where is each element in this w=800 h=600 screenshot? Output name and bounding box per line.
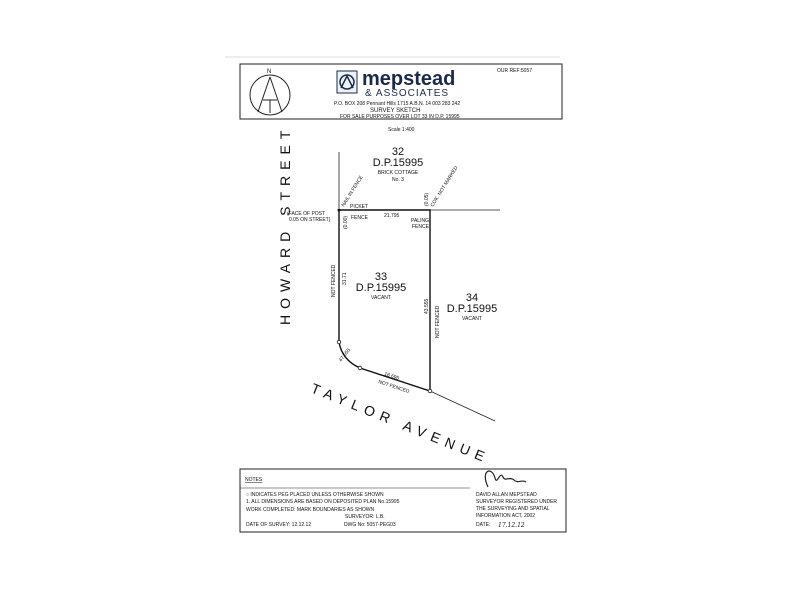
our-ref: OUR REF:5057 <box>497 68 532 74</box>
lot33-dp: D.P.15995 <box>356 282 407 294</box>
bottom-dimension: 18.695 <box>383 371 400 381</box>
top-dimension: 21.795 <box>384 213 400 219</box>
cok-not-marked-note: COK. NOT MARKED <box>430 165 460 208</box>
north-arrow-icon <box>249 74 291 116</box>
nail-marker-icon <box>337 208 341 212</box>
north-label: N <box>267 69 271 75</box>
lot32-desc2: No. 3 <box>392 177 404 183</box>
lot32-desc1: BRICK COTTAGE <box>378 170 419 176</box>
notes-box <box>239 468 567 533</box>
taylor-avenue-boundary <box>429 390 496 422</box>
notes-title: NOTES <box>245 477 263 483</box>
brand-sub: & ASSOCIATES <box>365 88 449 99</box>
work-completed: WORK COMPLETED: MARK BOUNDARIES AS SHOWN <box>246 507 374 513</box>
picket-note: PICKET <box>350 204 368 210</box>
notes-line2: 1. ALL DIMENSIONS ARE BASED ON DEPOSITED… <box>246 499 400 505</box>
signature-date-value: 17.12.12 <box>498 522 525 529</box>
signatory-name: DAVID ALLAN MEPSTEAD <box>476 492 537 498</box>
right-dimension: 43.555 <box>424 298 430 314</box>
nail-in-fence-note: NAIL IN FENCE <box>341 174 365 208</box>
left-dimension: 31.71 <box>342 272 348 285</box>
brand-name: mepstead <box>362 68 455 90</box>
right-offset-dimension: (0.05) <box>424 193 430 206</box>
lot34-desc: VACANT <box>462 316 482 322</box>
fence-note: FENCE <box>351 215 369 221</box>
dwg-number: DWG No: 5057-PEG03 <box>344 522 396 528</box>
company-address: P.O. BOX 208 Pennant Hills 1715 A.B.N. 1… <box>334 101 460 107</box>
face-of-post-note-1: (FACE OF POST <box>287 211 325 217</box>
not-fenced-bottom-note: NOT FENCED <box>377 379 410 395</box>
peg-marker-icon <box>336 339 342 345</box>
peg-marker-icon <box>357 365 363 371</box>
peg-marker-icon <box>427 388 433 394</box>
paling-note: PALING <box>411 218 429 224</box>
lot34-number: 34 <box>466 292 478 304</box>
lot32-dp: D.P.15995 <box>373 157 424 169</box>
signatory-line4: INFORMATION ACT, 2002 <box>476 513 535 519</box>
notes-line1: ○ INDICATES PEG PLACED UNLESS OTHERWISE … <box>246 492 384 498</box>
lot33-number: 33 <box>375 271 387 283</box>
face-of-post-note-2: 0.05 ON STREET) <box>289 217 331 223</box>
paling-fence-note: FENCE <box>412 224 430 230</box>
not-fenced-left-note: NOT FENCED <box>331 264 337 297</box>
doc-purpose: FOR SALE PURPOSES OVER LOT 33 IN D.P. 15… <box>340 114 460 120</box>
surveyor: SURVEYOR: L.B. <box>345 514 385 520</box>
taylor-avenue-label: TAYLOR AVENUE <box>309 380 493 467</box>
lot33-desc: VACANT <box>371 295 391 301</box>
left-offset-dimension: (0.00) <box>343 216 349 229</box>
arc-dimension: 47.555 <box>338 347 352 363</box>
signature-date-label: DATE: <box>476 522 490 528</box>
header-box <box>239 63 563 120</box>
doc-title: SURVEY SKETCH <box>370 108 420 114</box>
howard-street-label: HOWARD STREET <box>277 125 293 325</box>
scale-label: Scale 1:400 <box>388 127 415 133</box>
signatory-line2: SURVEYOR REGISTERED UNDER <box>476 499 557 505</box>
not-fenced-right-note: NOT FENCED <box>435 305 441 338</box>
company-logo-icon <box>336 70 358 94</box>
surveyor-signature-icon <box>484 470 527 488</box>
signatory-line3: THE SURVEYING AND SPATIAL <box>476 506 550 512</box>
date-of-survey: DATE OF SURVEY: 12.12.12 <box>246 522 311 528</box>
lot32-number: 32 <box>392 146 404 158</box>
lot34-dp: D.P.15995 <box>447 303 498 315</box>
